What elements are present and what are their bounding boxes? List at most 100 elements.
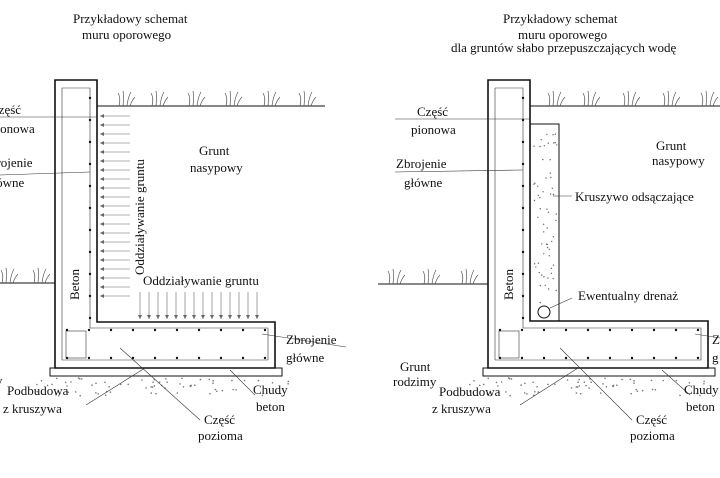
- gravel-dot: [588, 387, 590, 389]
- left-soil-pressure-horizontal-arrows: [100, 114, 130, 298]
- rebar-dot: [131, 328, 135, 332]
- gravel-dot: [243, 379, 246, 382]
- gravel-dot: [554, 383, 556, 386]
- aggregate-dot: [549, 172, 551, 174]
- right-podbudowa-2: z kruszywa: [432, 401, 491, 416]
- aggregate-dot: [550, 176, 552, 179]
- pressure-arrowhead: [165, 315, 169, 319]
- gravel-dot: [209, 392, 211, 395]
- rebar-dot: [65, 356, 69, 360]
- right-grunt-rodzimy-2: rodzimy: [393, 374, 437, 389]
- right-zbrojenie-cut-2: g: [712, 350, 719, 365]
- rebar-dot: [521, 118, 525, 122]
- aggregate-dot: [552, 193, 555, 196]
- rebar-dot: [87, 328, 91, 332]
- gravel-dot: [95, 382, 97, 385]
- gravel-dot: [152, 381, 154, 384]
- left-grunt-1: Grunt: [199, 143, 230, 158]
- gravel-dot: [150, 386, 152, 388]
- gravel-dot: [165, 378, 167, 380]
- aggregate-dot: [539, 285, 541, 287]
- aggregate-dot: [543, 145, 545, 147]
- aggregate-dot: [542, 158, 544, 161]
- gravel-dot: [194, 384, 196, 387]
- rebar-dot: [241, 356, 245, 360]
- left-chudy-1: Chudy: [253, 382, 288, 397]
- rebar-dot: [109, 356, 113, 360]
- gravel-dot: [91, 384, 93, 386]
- aggregate-dot: [535, 266, 537, 268]
- rebar-dot: [88, 294, 92, 298]
- aggregate-dot: [555, 219, 557, 222]
- leader-r-chudy-beton: [661, 369, 691, 396]
- gravel-dot: [95, 392, 97, 394]
- gravel-dot: [166, 381, 168, 384]
- rebar-dot: [87, 356, 91, 360]
- left-zbrojenie-2: główne: [0, 175, 25, 190]
- aggregate-dot: [539, 145, 541, 148]
- gravel-dot: [578, 385, 581, 387]
- gravel-dot: [495, 381, 498, 384]
- pressure-arrowhead: [183, 315, 187, 319]
- aggregate-dot: [546, 133, 548, 136]
- rebar-dot: [521, 294, 525, 298]
- gravel-dot: [287, 383, 289, 385]
- gravel-dot: [468, 383, 471, 386]
- aggregate-dot: [537, 262, 540, 264]
- gravel-dot: [120, 383, 122, 386]
- gravel-dot: [36, 390, 38, 393]
- leader-r-czesc-pozioma: [559, 347, 633, 421]
- gravel-dot: [70, 381, 72, 383]
- aggregate-dot: [547, 211, 549, 213]
- gravel-dot: [699, 394, 701, 397]
- rebar-dot: [630, 356, 634, 360]
- gravel-dot: [231, 379, 233, 382]
- aggregate-dot: [541, 243, 543, 245]
- left-grunt-rodzimy-2: y: [0, 373, 3, 388]
- rebar-dot: [131, 356, 135, 360]
- rebar-dot: [88, 118, 92, 122]
- gravel-dot: [155, 392, 157, 395]
- gravel-dot: [64, 381, 67, 384]
- right-wall-outline: [487, 79, 709, 369]
- aggregate-dot: [540, 274, 543, 276]
- right-kruszywo: Kruszywo odsączające: [575, 189, 694, 204]
- right-title-line2: muru oporowego: [518, 27, 607, 42]
- gravel-dot: [487, 377, 490, 380]
- gravel-dot: [179, 383, 181, 385]
- grass-tuft: [150, 90, 169, 107]
- rebar-dot: [263, 328, 267, 332]
- rebar-dot: [88, 96, 92, 100]
- grass-tuft: [298, 90, 317, 107]
- aggregate-dot: [550, 272, 553, 274]
- leader-podbudowa: [85, 367, 146, 406]
- rebar-dot: [521, 184, 525, 188]
- gravel-dot: [526, 393, 528, 395]
- aggregate-dot: [539, 208, 541, 210]
- aggregate-dot: [543, 253, 545, 255]
- gravel-dot: [283, 394, 285, 397]
- gravel-dot: [77, 377, 80, 379]
- rebar-dot: [498, 328, 502, 332]
- aggregate-dot: [547, 288, 550, 290]
- aggregate-dot: [537, 194, 539, 196]
- aggregate-dot: [554, 141, 556, 144]
- gravel-dot: [575, 386, 578, 388]
- pressure-arrowhead: [100, 168, 104, 172]
- gravel-dot: [566, 379, 569, 381]
- gravel-dot: [599, 392, 602, 394]
- pressure-arrowhead: [100, 195, 104, 199]
- left-grunt-2: nasypowy: [190, 160, 243, 175]
- rebar-dot: [263, 356, 267, 360]
- gravel-dot: [534, 391, 536, 393]
- gravel-dot: [651, 388, 654, 391]
- right-czesc-pionowa-1: Część: [417, 104, 448, 119]
- gravel-dot: [279, 392, 282, 395]
- grass-tuft: [387, 268, 406, 285]
- right-rebar-outline: [494, 87, 702, 361]
- left-lean-concrete: [49, 367, 283, 377]
- left-diagram: Przykładowy schemat muru oporowego Część…: [0, 11, 347, 443]
- aggregate-dot: [549, 193, 552, 195]
- aggregate-dot: [545, 177, 547, 179]
- gravel-dot: [507, 377, 510, 379]
